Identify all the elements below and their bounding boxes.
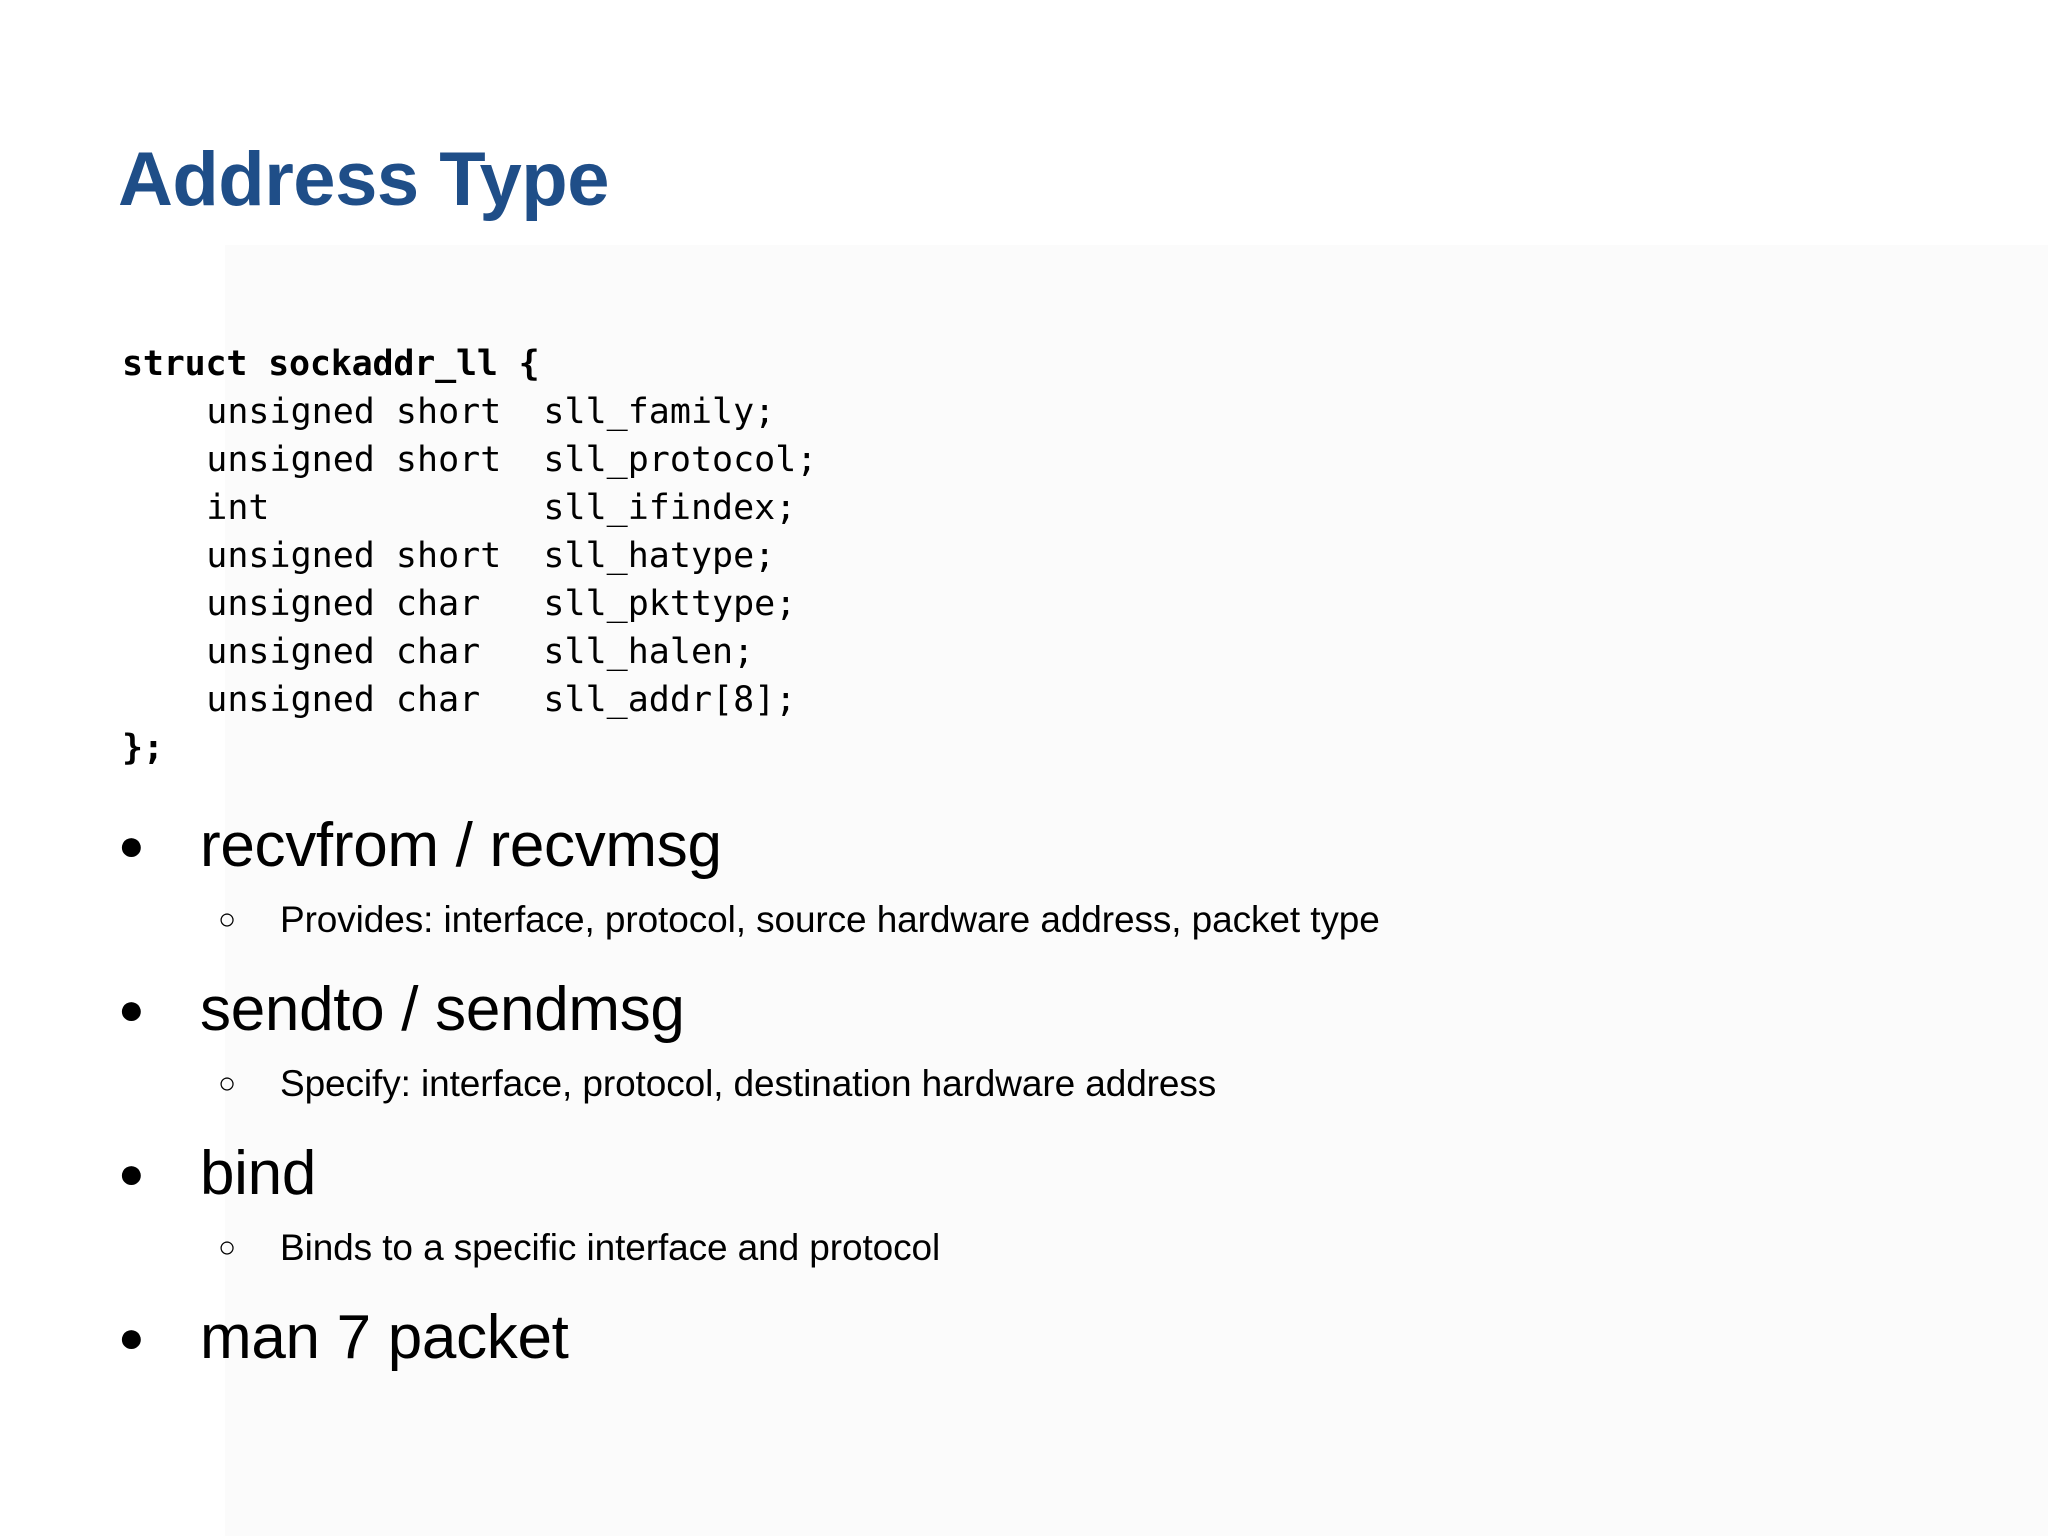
list-spacer (118, 1381, 1968, 1395)
code-line: struct sockaddr_ll { (122, 344, 540, 384)
list-item-label: recvfrom / recvmsg (200, 811, 722, 880)
bullet-dot-icon: ● (118, 821, 145, 870)
sub-list-item: ○ Specify: interface, protocol, destinati… (218, 1053, 1968, 1115)
bullet-circle-icon: ○ (218, 1067, 237, 1100)
code-line: unsigned short sll_family; (122, 392, 776, 432)
code-line: unsigned char sll_addr[8]; (122, 680, 797, 720)
list-item-label: sendto / sendmsg (200, 975, 685, 1044)
slide-content-panel (225, 245, 2048, 1536)
code-line: unsigned short sll_protocol; (122, 440, 818, 480)
list-item: ● sendto / sendmsg (118, 969, 1968, 1051)
list-spacer (118, 955, 1968, 969)
bullet-circle-icon: ○ (218, 1231, 237, 1264)
sub-list-item: ○ Provides: interface, protocol, source h… (218, 889, 1968, 951)
list-item-label: man 7 packet (200, 1303, 569, 1372)
code-line: int sll_ifindex; (122, 488, 797, 528)
sub-list-item-label: Provides: interface, protocol, source ha… (280, 899, 1380, 940)
list-spacer (118, 1283, 1968, 1297)
list-spacer (118, 1119, 1968, 1133)
code-line: unsigned char sll_pkttype; (122, 584, 797, 624)
bullet-dot-icon: ● (118, 1313, 145, 1362)
list-item: ● man 7 packet (118, 1297, 1968, 1379)
page-title: Address Type (118, 137, 609, 222)
list-item-label: bind (200, 1139, 317, 1208)
bullet-dot-icon: ● (118, 1149, 145, 1198)
code-line: unsigned short sll_hatype; (122, 536, 776, 576)
list-item: ● bind (118, 1133, 1968, 1215)
sub-list-item-label: Specify: interface, protocol, destinatio… (280, 1063, 1217, 1104)
bullet-list: ● recvfrom / recvmsg ○ Provides: interface,… (118, 805, 1968, 1395)
code-line: unsigned char sll_halen; (122, 632, 755, 672)
code-line: }; (122, 728, 164, 768)
code-block: struct sockaddr_ll { unsigned short sll_… (122, 340, 817, 772)
list-item: ● recvfrom / recvmsg (118, 805, 1968, 887)
bullet-circle-icon: ○ (218, 903, 237, 936)
sub-list-item-label: Binds to a specific interface and protoc… (280, 1227, 941, 1268)
sub-list-item: ○ Binds to a specific interface and proto… (218, 1217, 1968, 1279)
bullet-dot-icon: ● (118, 985, 145, 1034)
